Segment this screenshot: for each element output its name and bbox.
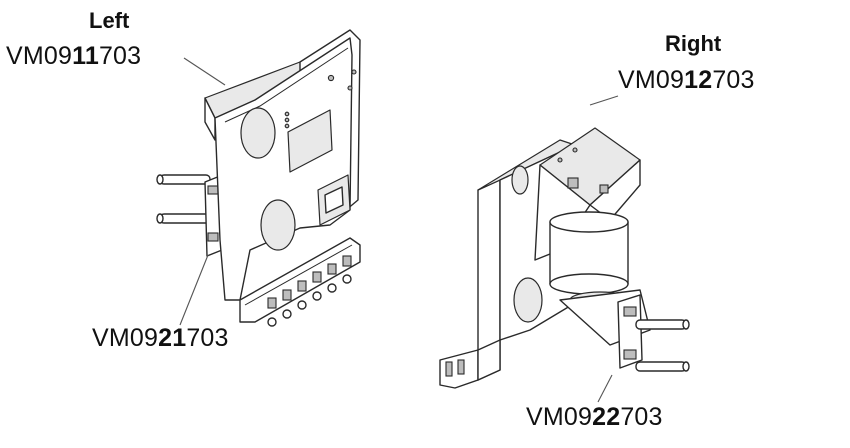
left-lower-hole — [260, 199, 296, 251]
left-top-leader — [183, 57, 226, 86]
right-bottom-leader — [597, 374, 613, 403]
left-u-bolts — [156, 174, 211, 224]
left-top-part-number: VM0911703 — [6, 42, 142, 70]
right-top-leader — [589, 95, 619, 106]
right-bracket-assembly — [439, 127, 690, 389]
left-window — [287, 109, 333, 173]
left-bottom-part-number: VM0921703 — [92, 324, 229, 352]
left-upper-hole — [240, 107, 276, 159]
right-bottom-part-number: VM0922703 — [526, 403, 663, 431]
left-bracket-assembly — [156, 29, 361, 327]
left-main-plate — [214, 37, 353, 301]
right-top-part-number: VM0912703 — [618, 66, 755, 94]
left-bottom-leader — [179, 254, 209, 326]
left-rail-bolts — [267, 255, 352, 327]
right-lower-opening — [513, 277, 543, 323]
right-heading: Right — [665, 31, 722, 56]
right-u-bolts — [635, 319, 690, 372]
left-heading: Left — [89, 8, 130, 33]
